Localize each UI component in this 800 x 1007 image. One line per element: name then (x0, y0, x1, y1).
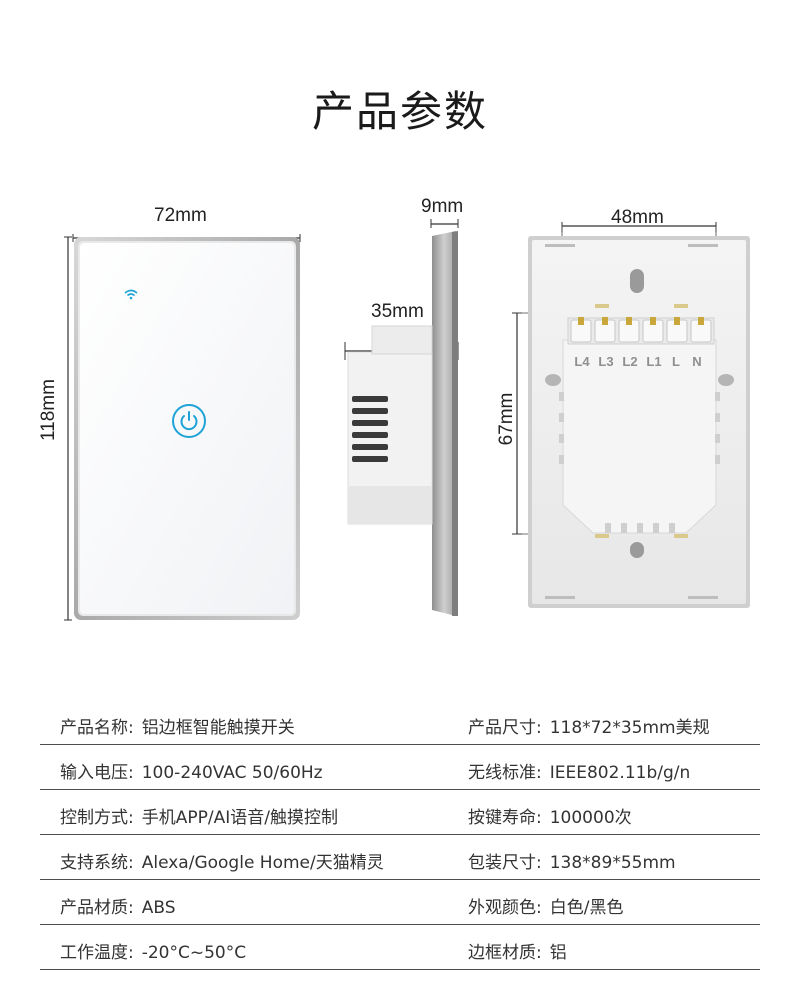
back-view: L4 L3 L2 L1 L N (512, 222, 750, 608)
power-icon (172, 404, 206, 438)
back-height-label: 67mm (496, 392, 517, 446)
wifi-icon (124, 289, 138, 300)
side-depth-label: 35mm (371, 301, 424, 322)
spec-value: 100000次 (549, 808, 632, 828)
page-title: 产品参数 (311, 87, 488, 136)
spec-value: IEEE802.11b/g/n (549, 763, 691, 783)
spec-label: 控制方式: (60, 808, 134, 828)
spec-row: 支持系统: Alexa/Google Home/天猫精灵 包装尺寸: 138*89*… (40, 835, 760, 880)
spec-label: 包装尺寸: (468, 853, 542, 873)
spec-row: 产品名称: 铝边框智能触摸开关 产品尺寸: 118*72*35mm美规 (40, 700, 760, 745)
terminal-label-l: L (672, 354, 680, 369)
spec-label: 输入电压: (60, 763, 134, 783)
terminal-label-l2: L2 (622, 354, 637, 369)
spec-row: 输入电压: 100-240VAC 50/60Hz 无线标准: IEEE802.11b… (40, 745, 760, 790)
side-thickness-label: 9mm (421, 196, 464, 217)
spec-label: 工作温度: (60, 943, 134, 963)
terminal-label-l1: L1 (646, 354, 661, 369)
spec-label: 按键寿命: (468, 808, 542, 828)
spec-row: 产品材质: ABS 外观颜色: 白色/黑色 (40, 880, 760, 925)
terminal-label-l3: L3 (598, 354, 613, 369)
side-view (344, 219, 459, 616)
spec-table: 产品名称: 铝边框智能触摸开关 产品尺寸: 118*72*35mm美规 输入电压: 1… (40, 700, 760, 970)
spec-row: 控制方式: 手机APP/AI语音/触摸控制 按键寿命: 100000次 (40, 790, 760, 835)
spec-value: 100-240VAC 50/60Hz (141, 763, 323, 783)
terminal-label-n: N (692, 354, 701, 369)
terminal-label-l4: L4 (574, 354, 590, 369)
spec-row: 工作温度: -20°C~50°C 边框材质: 铝 (40, 925, 760, 970)
spec-value: 铝 (549, 943, 567, 963)
product-drawings: L4 L3 L2 L1 L N (64, 219, 750, 621)
back-width-label: 48mm (611, 207, 664, 228)
spec-value: Alexa/Google Home/天猫精灵 (141, 853, 384, 873)
spec-value: 手机APP/AI语音/触摸控制 (141, 808, 338, 828)
spec-label: 无线标准: (468, 763, 542, 783)
spec-label: 产品材质: (60, 898, 134, 918)
spec-value: 白色/黑色 (549, 898, 624, 918)
spec-label: 产品名称: (60, 718, 134, 738)
spec-value: 铝边框智能触摸开关 (141, 718, 295, 738)
spec-label: 支持系统: (60, 853, 134, 873)
terminal-block (567, 317, 715, 345)
front-width-label: 72mm (154, 205, 207, 226)
spec-value: ABS (141, 898, 176, 918)
spec-label: 产品尺寸: (468, 718, 542, 738)
front-height-label: 118mm (38, 379, 59, 441)
spec-label: 边框材质: (468, 943, 542, 963)
spec-value: 118*72*35mm美规 (549, 718, 710, 738)
spec-value: -20°C~50°C (141, 943, 247, 963)
spec-label: 外观颜色: (468, 898, 542, 918)
spec-value: 138*89*55mm (549, 853, 676, 873)
front-view (64, 234, 301, 621)
